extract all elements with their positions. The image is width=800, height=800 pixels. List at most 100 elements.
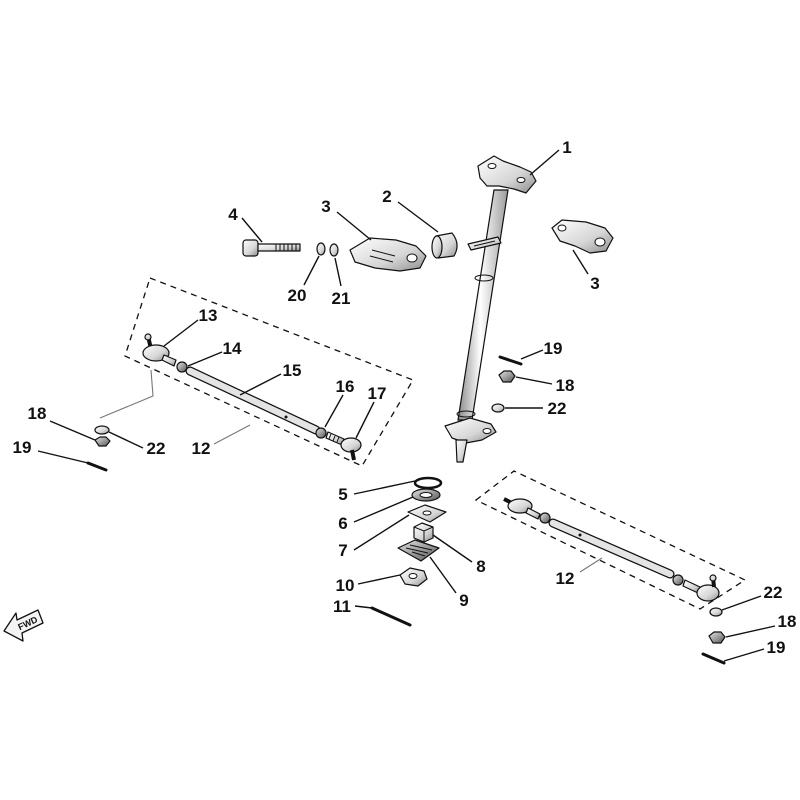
circlip-5 xyxy=(413,476,443,490)
lock-nut-right-inner xyxy=(539,512,551,524)
callout-16: 16 xyxy=(336,377,355,396)
callout-labels: 1 2 3 3 4 20 21 13 14 15 16 17 18 19 22 … xyxy=(13,138,797,657)
column-top-bracket xyxy=(477,155,537,194)
leader-17 xyxy=(355,401,375,439)
column-bushing xyxy=(431,232,458,259)
cotter-pin-19-center xyxy=(498,355,523,366)
ball-stud-down xyxy=(350,449,356,461)
washer-6 xyxy=(411,488,441,502)
callout-19-left: 19 xyxy=(13,438,32,457)
leader-6 xyxy=(353,496,414,523)
plate-7-hole xyxy=(422,510,432,516)
callout-19-center: 19 xyxy=(544,339,563,358)
holder-rib-2 xyxy=(369,255,394,263)
callout-6: 6 xyxy=(338,514,347,533)
callout-22-left: 22 xyxy=(147,439,166,458)
tie-rod-hole xyxy=(284,415,288,419)
tie-rod-end-right-outer xyxy=(682,574,720,602)
leader-19-left xyxy=(37,450,89,464)
leader-18-center xyxy=(515,376,553,385)
leader-3-right xyxy=(572,249,589,275)
callout-8: 8 xyxy=(476,557,485,576)
bolt-head xyxy=(242,239,259,257)
leader-22-right xyxy=(721,595,762,611)
tie-rod-end-body-outer xyxy=(696,584,720,602)
callout-9: 9 xyxy=(459,591,468,610)
block-8-edge xyxy=(413,526,434,542)
callout-3-right: 3 xyxy=(590,274,599,293)
callout-18-right: 18 xyxy=(778,612,797,631)
assembly-connector-line xyxy=(99,369,154,419)
stopper-block-8 xyxy=(413,522,434,543)
holder-hole-a xyxy=(557,224,567,232)
cotter-pin-11 xyxy=(370,606,412,627)
callout-22-right: 22 xyxy=(764,583,783,602)
tie-rod-fill xyxy=(186,367,320,434)
plate-7 xyxy=(407,504,447,523)
callout-14: 14 xyxy=(223,339,242,358)
tie-rod-15 xyxy=(185,366,321,435)
washer-22-left xyxy=(94,425,110,435)
leader-20 xyxy=(303,255,320,286)
pitman-arm-plate xyxy=(444,417,497,444)
pitman-arm-hole xyxy=(482,428,492,434)
ball-stud-outer-tip xyxy=(709,574,717,582)
callout-17: 17 xyxy=(368,384,387,403)
leader-11 xyxy=(354,605,373,609)
forward-direction-arrow: FWD xyxy=(3,609,44,642)
tie-rod-right-fill xyxy=(549,519,674,578)
leader-2 xyxy=(397,201,439,233)
callout-3-left: 3 xyxy=(321,197,330,216)
tie-rod-end-right-inner xyxy=(503,497,541,520)
callout-22-center: 22 xyxy=(548,399,567,418)
callout-11: 11 xyxy=(333,597,351,616)
tie-rod-end-body xyxy=(142,344,170,362)
holder-hole-b xyxy=(594,237,606,247)
column-holder-left xyxy=(349,237,427,272)
leader-1 xyxy=(529,149,560,176)
callout-5: 5 xyxy=(338,485,347,504)
shaft-ring-upper xyxy=(474,274,494,282)
cotter-pin-19-left xyxy=(86,461,108,472)
column-lower-stub xyxy=(455,439,468,463)
callout-12-right: 12 xyxy=(556,569,575,588)
tie-rod-assembly-outline-left xyxy=(124,277,414,467)
tie-rod-right xyxy=(548,518,675,579)
leader-10 xyxy=(357,574,401,585)
leader-12-left xyxy=(213,424,251,445)
cotter-pin-19-right xyxy=(701,652,726,665)
bracket-hole-left xyxy=(487,163,497,169)
castle-nut-18-left xyxy=(94,436,111,447)
shaft-ring-lower xyxy=(456,410,476,418)
bushing-end xyxy=(431,235,443,259)
leader-18-left xyxy=(49,420,96,441)
clip-slot xyxy=(473,240,496,247)
callout-4: 4 xyxy=(228,205,238,224)
tie-rod-right-hole xyxy=(578,533,582,537)
callout-13: 13 xyxy=(199,306,218,325)
callout-7: 7 xyxy=(338,541,347,560)
bolt-shank xyxy=(257,243,301,252)
tie-rod-end-body-right xyxy=(340,437,362,453)
leader-3-left xyxy=(336,211,372,241)
leader-7 xyxy=(353,514,410,551)
castle-nut-18-center xyxy=(498,370,516,383)
leader-8 xyxy=(432,534,473,563)
lock-nut-14 xyxy=(176,361,188,373)
plate-9-texture xyxy=(405,544,433,557)
nut-10-hole xyxy=(408,573,418,579)
steering-column xyxy=(444,155,537,463)
callout-20: 20 xyxy=(288,286,307,305)
callout-15: 15 xyxy=(283,361,302,380)
leader-9 xyxy=(429,556,457,594)
callout-18-left: 18 xyxy=(28,404,47,423)
callout-21: 21 xyxy=(332,289,351,308)
leader-5 xyxy=(353,480,416,495)
bolt-thread xyxy=(275,244,297,251)
callout-12-left: 12 xyxy=(192,439,211,458)
steering-shaft xyxy=(457,189,509,421)
tie-rod-end-17 xyxy=(325,431,362,461)
callout-19-right: 19 xyxy=(767,638,786,657)
washer-6-inner xyxy=(419,492,433,498)
